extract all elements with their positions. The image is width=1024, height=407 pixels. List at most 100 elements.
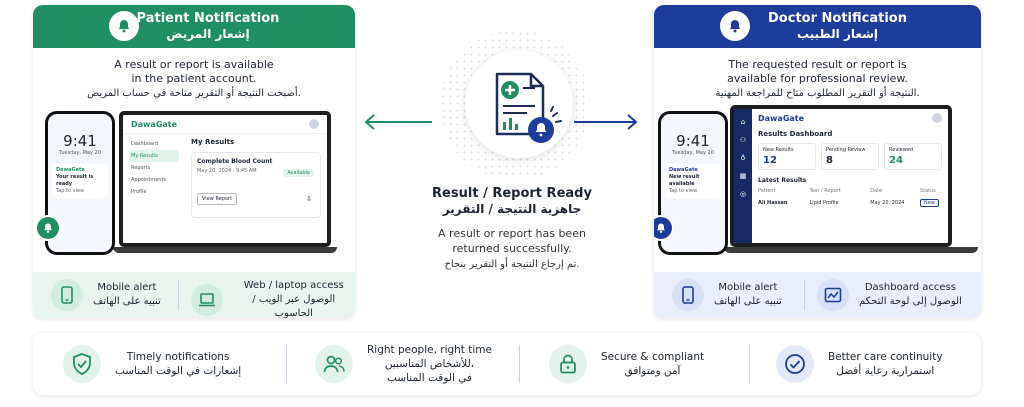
center-text: Result / Report Ready جاهزية النتيجة / ا… bbox=[400, 186, 624, 270]
doctor-desc-line-2: available for professional review. bbox=[727, 72, 908, 85]
phone-date: Tuesday, May 20 bbox=[59, 150, 101, 156]
shield-check-icon bbox=[63, 345, 101, 383]
latest-results-heading: Latest Results bbox=[758, 177, 807, 184]
patient-card: Patient Notification إشعار المريض A resu… bbox=[33, 5, 355, 318]
bell-icon bbox=[720, 11, 750, 41]
table-row[interactable]: Ali Hassan Lipid Profile May 20, 2024 Ne… bbox=[758, 199, 942, 207]
dark-sidebar: ⌂⚇♁▦◎ bbox=[734, 109, 752, 243]
feature-mobile-alert: Mobile alert تنبيه على الهاتف bbox=[51, 279, 161, 311]
col-status: Status bbox=[919, 188, 936, 194]
cell-test: Lipid Profile bbox=[809, 200, 839, 206]
feature-label-en: Mobile alert bbox=[97, 282, 157, 293]
benefit-ar-2: في الوقت المناسب bbox=[387, 372, 472, 384]
doctor-title-en: Doctor Notification bbox=[768, 11, 907, 26]
center-desc-ar: تم إرجاع النتيجة أو التقرير بنجاح. bbox=[444, 259, 580, 270]
status-badge: Available bbox=[283, 169, 314, 177]
nav-item-dashboard[interactable]: Dashboard bbox=[131, 141, 159, 147]
view-report-button[interactable]: View Report bbox=[197, 193, 238, 205]
result-date: May 20, 2024 · 9:45 AM bbox=[197, 168, 257, 174]
divider bbox=[178, 280, 179, 310]
patient-desc-ar: أصبحت النتيجة أو التقرير متاحة في حساب ا… bbox=[87, 88, 301, 99]
patient-features: Mobile alert تنبيه على الهاتف Web / lapto… bbox=[33, 272, 355, 318]
feature-label-en: Dashboard access bbox=[864, 282, 956, 293]
table-header: Patient Test / Report Date Status bbox=[758, 188, 942, 194]
laptop-sidebar: Dashboard My Results Reports Appointment… bbox=[123, 134, 185, 222]
feature-label-ar: تنبيه على الهاتف bbox=[714, 296, 782, 307]
feature-label-en: Web / laptop access bbox=[243, 280, 344, 291]
stat-label: Reviewed bbox=[889, 147, 914, 153]
benefit-timely-notifications: Timely notifications إشعارات في الوقت الم… bbox=[63, 333, 241, 395]
phone-icon bbox=[672, 279, 704, 311]
center-title-ar: جاهزية النتيجة / التقرير bbox=[442, 202, 582, 216]
divider bbox=[749, 345, 750, 383]
doctor-card-header: Doctor Notification إشعار الطبيب bbox=[654, 5, 981, 48]
arrow-right-icon bbox=[574, 114, 638, 130]
nav-item-my-results[interactable]: My Results bbox=[129, 150, 179, 162]
benefit-ar: آمن ومتوافق bbox=[624, 365, 681, 377]
report-illustration bbox=[465, 50, 573, 158]
nav-item-profile[interactable]: Profile bbox=[131, 189, 147, 195]
feature-label-ar: تنبيه على الهاتف bbox=[93, 296, 161, 307]
benefit-ar: إشعارات في الوقت المناسب bbox=[115, 365, 242, 377]
center-desc-1: A result or report has been bbox=[438, 227, 586, 240]
bell-icon bbox=[109, 11, 139, 41]
phone-notification[interactable]: DawaGate New result available Tap to vie… bbox=[665, 164, 721, 198]
nav-item-reports[interactable]: Reports bbox=[131, 165, 151, 171]
benefits-bar: Timely notifications إشعارات في الوقت الم… bbox=[33, 333, 981, 395]
laptop-brand-logo: DawaGate bbox=[758, 113, 805, 123]
notif-sub: Tap to view bbox=[669, 188, 698, 194]
phone-bell-icon bbox=[35, 215, 61, 241]
benefit-ar-1: للأشخاص المناسبين، bbox=[384, 358, 475, 370]
phone-icon bbox=[51, 279, 83, 311]
phone-time: 9:41 bbox=[63, 132, 97, 150]
notif-title: Your result is ready bbox=[56, 174, 94, 187]
nav-item-appointments[interactable]: Appointments bbox=[131, 177, 167, 183]
phone-notification[interactable]: DawaGate Your result is ready Tap to vie… bbox=[52, 164, 108, 198]
stat-new-results: New Results 12 bbox=[758, 143, 816, 170]
patient-card-header: Patient Notification إشعار المريض bbox=[33, 5, 355, 48]
result-title: Complete Blood Count bbox=[197, 158, 273, 165]
col-test: Test / Report bbox=[809, 188, 841, 194]
cell-patient: Ali Hassan bbox=[758, 200, 788, 206]
stat-pending-review: Pending Review 8 bbox=[821, 143, 879, 170]
patient-description: A result or report is available in the p… bbox=[33, 58, 355, 101]
doctor-card: Doctor Notification إشعار الطبيب The req… bbox=[654, 5, 981, 318]
laptop-base bbox=[113, 247, 337, 253]
stat-value: 8 bbox=[826, 155, 833, 166]
status-badge: New bbox=[919, 199, 939, 207]
dashboard-icon bbox=[817, 279, 849, 311]
laptop-brand-logo: DawaGate bbox=[131, 119, 178, 129]
cell-date: May 20, 2024 bbox=[870, 200, 905, 206]
users-icon bbox=[315, 345, 353, 383]
patient-laptop: DawaGate Dashboard My Results Reports Ap… bbox=[119, 111, 331, 247]
doctor-desc-line-1: The requested result or report is bbox=[728, 58, 907, 71]
arrow-left-icon bbox=[364, 114, 432, 130]
phone-time: 9:41 bbox=[676, 132, 710, 150]
patient-desc-line-1: A result or report is available bbox=[114, 58, 274, 71]
patient-desc-line-2: in the patient account. bbox=[131, 72, 257, 85]
phone-bell-icon bbox=[654, 215, 674, 241]
col-patient: Patient bbox=[758, 188, 776, 194]
check-circle-icon bbox=[776, 345, 814, 383]
doctor-laptop: ⌂⚇♁▦◎ DawaGate Results Dashboard New Res… bbox=[730, 105, 952, 247]
divider bbox=[286, 345, 287, 383]
laptop-icon bbox=[191, 284, 223, 316]
doctor-description: The requested result or report is availa… bbox=[654, 58, 981, 101]
avatar bbox=[309, 119, 319, 129]
stat-value: 12 bbox=[763, 155, 777, 166]
laptop-page-title: My Results bbox=[191, 138, 235, 146]
download-icon[interactable]: ⇩ bbox=[306, 195, 312, 203]
doctor-title-ar: إشعار الطبيب bbox=[796, 27, 879, 41]
dashboard-title: Results Dashboard bbox=[758, 130, 833, 138]
divider bbox=[804, 280, 805, 310]
col-date: Date bbox=[870, 188, 883, 194]
benefit-en: Timely notifications bbox=[126, 351, 230, 363]
notif-title: New result available bbox=[669, 174, 700, 187]
